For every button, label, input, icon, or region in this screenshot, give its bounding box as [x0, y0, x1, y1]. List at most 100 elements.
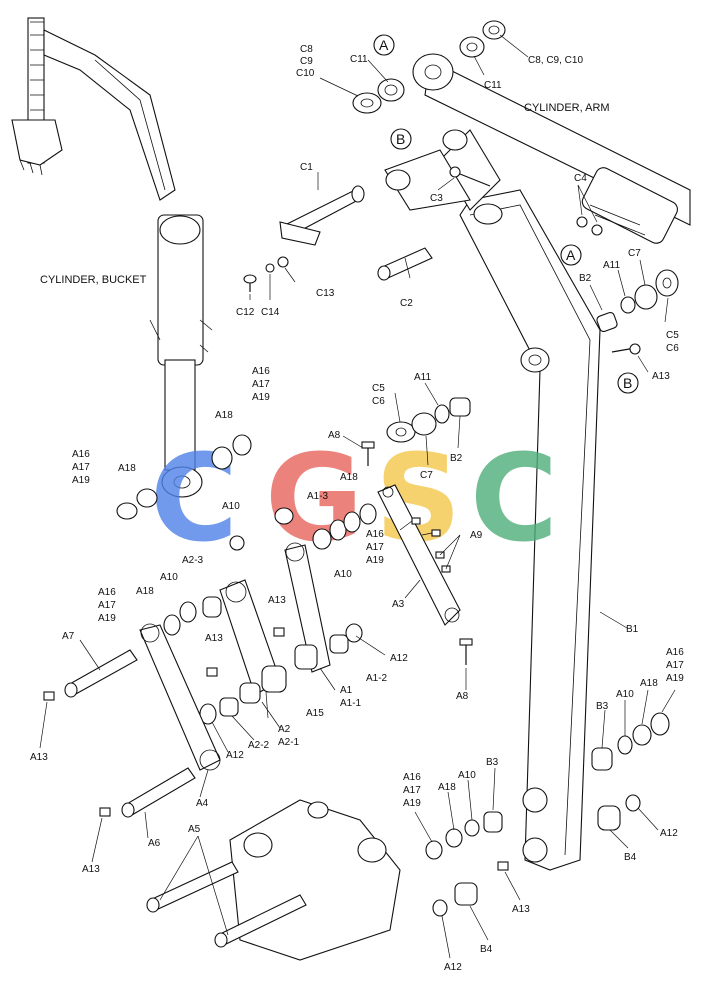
label-a10-bottom: A10	[458, 770, 476, 781]
label-a2: A2	[278, 724, 291, 735]
label-a18-left: A18	[118, 463, 136, 474]
link-a4	[139, 624, 221, 771]
label-a2-2: A2-2	[248, 740, 270, 751]
label-c5-mid: C5	[372, 383, 385, 394]
label-a2-3: A2-3	[182, 555, 204, 566]
label-c1: C1	[300, 162, 313, 173]
label-b2-top: B2	[579, 273, 592, 284]
label-b1: B1	[626, 624, 639, 635]
title-cylinder-arm: CYLINDER, ARM	[524, 102, 610, 114]
label-c5-right: C5	[666, 330, 679, 341]
label-a19-right: A19	[666, 673, 684, 684]
part-labels: C8 C9 C10 C11 C8, C9, C10 C11 C1 C2 C3 C…	[30, 44, 684, 973]
label-a16-mid: A16	[366, 529, 384, 540]
label-a17-right: A17	[666, 660, 684, 671]
label-a13-right: A13	[652, 371, 670, 382]
bucket-cylinder-illustration	[149, 214, 213, 498]
label-a10-upper: A10	[222, 501, 240, 512]
arm-cylinder-illustration	[412, 53, 691, 244]
svg-text:A: A	[379, 37, 389, 53]
label-a18-lower-left: A18	[136, 586, 154, 597]
label-a19-lower-left: A19	[98, 613, 116, 624]
label-c9-left: C9	[300, 56, 313, 67]
label-a17-bottom: A17	[403, 785, 421, 796]
label-a9: A9	[470, 530, 483, 541]
label-a1-3: A1-3	[307, 491, 329, 502]
washer-c11	[377, 78, 405, 102]
label-a17-upper: A17	[252, 379, 270, 390]
pin-a7	[67, 649, 138, 696]
label-a1-2: A1-2	[366, 673, 388, 684]
label-a16-left: A16	[72, 449, 90, 460]
label-c8-left: C8	[300, 44, 313, 55]
label-a13-lower-left: A13	[82, 864, 100, 875]
watermark-letter-g: G	[265, 430, 364, 569]
label-b3-right: B3	[596, 701, 609, 712]
label-a16-right: A16	[666, 647, 684, 658]
label-a7: A7	[62, 631, 75, 642]
watermark-letter-c2: C	[470, 430, 558, 569]
label-c6-mid: C6	[372, 396, 385, 407]
label-b3-bottom: B3	[486, 757, 499, 768]
label-a19-bottom: A19	[403, 798, 421, 809]
label-a13-bottom: A13	[512, 904, 530, 915]
svg-text:B: B	[623, 375, 632, 391]
label-c8-c9-c10-right: C8, C9, C10	[528, 55, 583, 66]
label-a2-1: A2-1	[278, 737, 300, 748]
callout-circle-a-upper: A	[373, 34, 395, 56]
label-a16-upper: A16	[252, 366, 270, 377]
callout-circle-b-upper: B	[390, 128, 412, 150]
leader-lines	[39, 34, 676, 959]
label-c11-left: C11	[350, 54, 368, 65]
label-c3: C3	[430, 193, 443, 204]
label-b2-mid: B2	[450, 453, 463, 464]
label-a19-mid: A19	[366, 555, 384, 566]
label-c2: C2	[400, 298, 413, 309]
label-a12-bottom: A12	[444, 962, 462, 973]
label-a16-bottom: A16	[403, 772, 421, 783]
label-a17-lower-left: A17	[98, 600, 116, 611]
label-c14: C14	[261, 307, 280, 318]
label-a19-upper: A19	[252, 392, 270, 403]
label-a13-center: A13	[205, 633, 223, 644]
label-c10-left: C10	[296, 68, 315, 79]
cgsc-watermark: C G S C	[150, 430, 558, 569]
label-c6-right: C6	[666, 343, 679, 354]
callout-circle-b-lower: B	[617, 372, 639, 394]
label-c7-top: C7	[628, 248, 641, 259]
svg-text:B: B	[396, 131, 405, 147]
label-c12: C12	[236, 307, 255, 318]
label-a12-mid: A12	[390, 653, 408, 664]
label-b4-bottom: B4	[480, 944, 493, 955]
washer-c11-right	[459, 36, 485, 58]
label-a15: A15	[306, 708, 324, 719]
label-a10-lower-left: A10	[160, 572, 178, 583]
label-c4: C4	[574, 173, 587, 184]
excavator-overview-illustration	[11, 17, 176, 201]
label-a5: A5	[188, 824, 201, 835]
label-a18-right: A18	[640, 678, 658, 689]
label-c11-right: C11	[484, 80, 502, 91]
hardware-parts	[43, 20, 679, 948]
label-a18-bottom: A18	[438, 782, 456, 793]
label-a17-mid: A17	[366, 542, 384, 553]
label-a6: A6	[148, 838, 161, 849]
label-a18-mid: A18	[340, 472, 358, 483]
label-a16-lower-left: A16	[98, 587, 116, 598]
label-a19-left: A19	[72, 475, 90, 486]
label-a12-lower: A12	[226, 750, 244, 761]
title-cylinder-bucket: CYLINDER, BUCKET	[40, 274, 147, 286]
label-a18-upper: A18	[215, 410, 233, 421]
washer-c8-right	[482, 20, 506, 40]
label-a13-mid: A13	[268, 595, 286, 606]
washer-c8	[352, 92, 382, 114]
label-a17-left: A17	[72, 462, 90, 473]
label-a10-mid: A10	[334, 569, 352, 580]
label-a8-top: A8	[328, 430, 341, 441]
pin-a6	[124, 767, 196, 816]
link-a1	[284, 544, 331, 673]
arm-body-b1-illustration	[384, 129, 601, 871]
label-a10-right: A10	[616, 689, 634, 700]
